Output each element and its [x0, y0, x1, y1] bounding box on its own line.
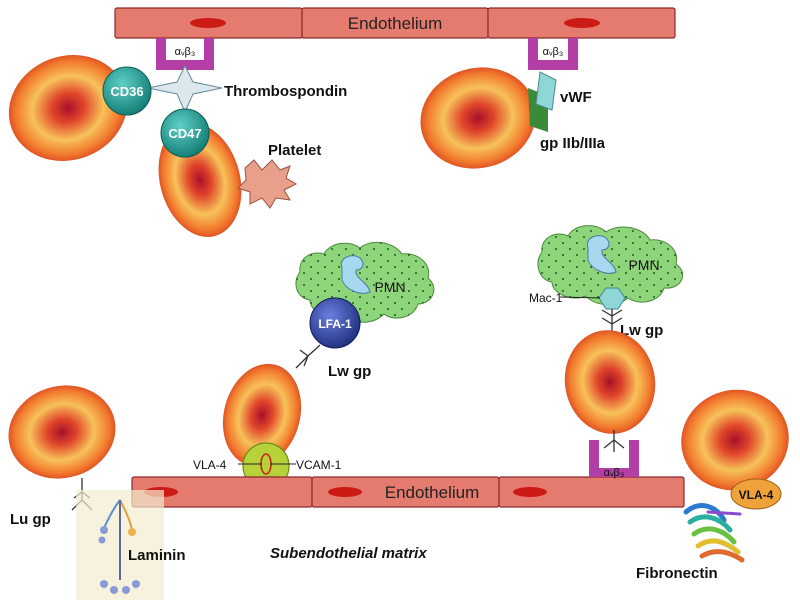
rbc-bottom-right: [681, 389, 789, 491]
integrin-top-left: αᵥβ₃: [156, 38, 214, 70]
vla4-right-label: VLA-4: [739, 488, 774, 502]
laminin-label: Laminin: [128, 547, 186, 564]
endothelium-top: Endothelium: [114, 7, 676, 39]
lw-gp-bottom-shape: [603, 430, 625, 452]
lw-gp-left-shape: [295, 344, 321, 369]
lfa1-label: LFA-1: [318, 317, 352, 331]
cd36-label: CD36: [110, 84, 143, 99]
vwf-label: vWF: [560, 89, 592, 106]
rbc-right-middle: [564, 330, 656, 434]
platelet-shape: [237, 159, 298, 209]
vwf-shape: [535, 71, 557, 111]
fibronectin-label: Fibronectin: [636, 565, 718, 582]
vla4-left-label: VLA-4: [193, 458, 227, 472]
thrombospondin-label: Thrombospondin: [224, 83, 347, 100]
integrin-label: αᵥβ₃: [543, 46, 564, 58]
rbc-top-left: [8, 55, 128, 161]
endothelium-bottom-label: Endothelium: [385, 483, 480, 502]
endothelium-bottom: Endothelium: [131, 476, 685, 508]
thrombospondin-shape: [147, 64, 223, 114]
lw-gp-right-label: Lw gp: [620, 322, 663, 339]
pmn-left-label: PMN: [374, 279, 405, 295]
cd47-label: CD47: [168, 126, 201, 141]
rbc-middle: [222, 363, 302, 467]
cd47-circle: CD47: [160, 108, 210, 158]
lw-gp-right-shape: [601, 309, 623, 332]
cd36-circle: CD36: [102, 66, 152, 116]
lfa1-circle: LFA-1: [309, 297, 361, 349]
rbc-bottom-left: [8, 385, 116, 479]
rbc-top-right: [420, 67, 536, 169]
lu-gp-label: Lu gp: [10, 511, 51, 528]
endothelium-top-label: Endothelium: [348, 14, 443, 33]
integrin-label: αᵥβ₃: [604, 467, 625, 479]
integrin-label: αᵥβ₃: [175, 46, 196, 58]
vla4-right-shape: VLA-4: [730, 478, 782, 510]
mac1-label: Mac-1: [529, 291, 563, 305]
gp-label: gp IIb/IIIa: [540, 135, 606, 152]
platelet-label: Platelet: [268, 142, 321, 159]
fibronectin-ribbon: [683, 503, 745, 563]
vcam1-label: VCAM-1: [296, 458, 342, 472]
pmn-cell-right: PMN: [537, 225, 684, 305]
pmn-right-label: PMN: [628, 257, 659, 273]
laminin-box: [76, 490, 164, 600]
lw-gp-left-label: Lw gp: [328, 363, 371, 380]
integrin-top-right: αᵥβ₃: [528, 38, 578, 70]
subendothelial-label: Subendothelial matrix: [270, 545, 427, 562]
integrin-bottom: αᵥβ₃: [589, 440, 639, 479]
